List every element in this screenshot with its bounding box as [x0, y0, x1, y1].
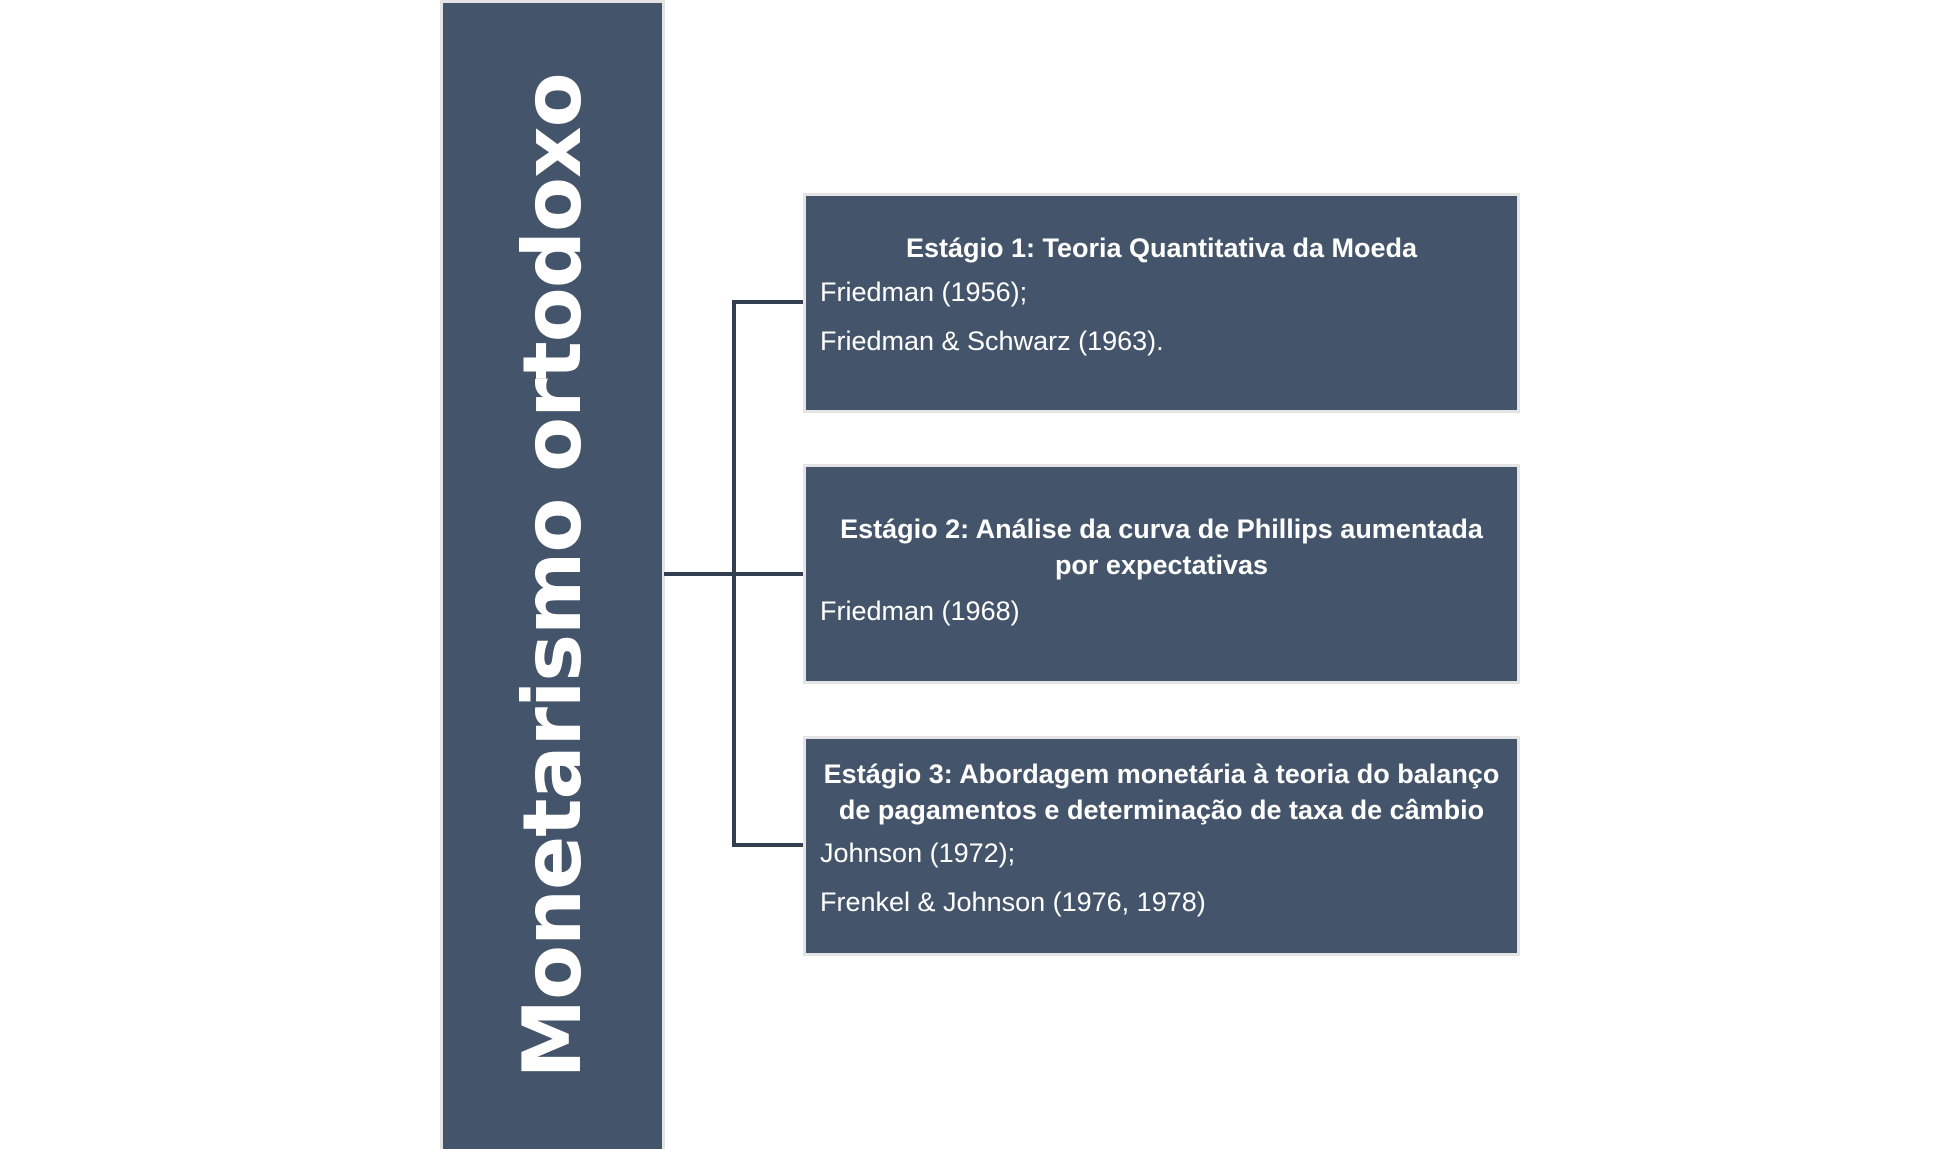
stage-3-reference: Frenkel & Johnson (1976, 1978): [820, 887, 1206, 917]
stage-2-box: Estágio 2: Análise da curva de Phillips …: [806, 467, 1517, 681]
root-node-label: Monetarismo ortodoxo: [505, 73, 599, 1079]
stage-2-reference: Friedman (1968): [820, 596, 1020, 626]
stage-1-reference: Friedman (1956);: [820, 277, 1028, 307]
stage-3-reference: Johnson (1972);: [820, 838, 1016, 868]
stage-3-title: Estágio 3: Abordagem monetária à teoria …: [823, 759, 1500, 825]
stage-1-box: Estágio 1: Teoria Quantitativa da Moeda …: [806, 196, 1517, 410]
stage-3-references: Johnson (1972); Frenkel & Johnson (1976,…: [820, 829, 1503, 927]
stage-1-references: Friedman (1956); Friedman & Schwarz (196…: [820, 268, 1503, 366]
stage-1-title: Estágio 1: Teoria Quantitativa da Moeda: [905, 233, 1418, 263]
stage-2-title: Estágio 2: Análise da curva de Phillips …: [840, 514, 1483, 580]
stage-1-reference: Friedman & Schwarz (1963).: [820, 326, 1164, 356]
stage-2-references: Friedman (1968): [820, 587, 1503, 636]
stage-3-box: Estágio 3: Abordagem monetária à teoria …: [806, 739, 1517, 953]
root-node: Monetarismo ortodoxo: [443, 3, 662, 1149]
